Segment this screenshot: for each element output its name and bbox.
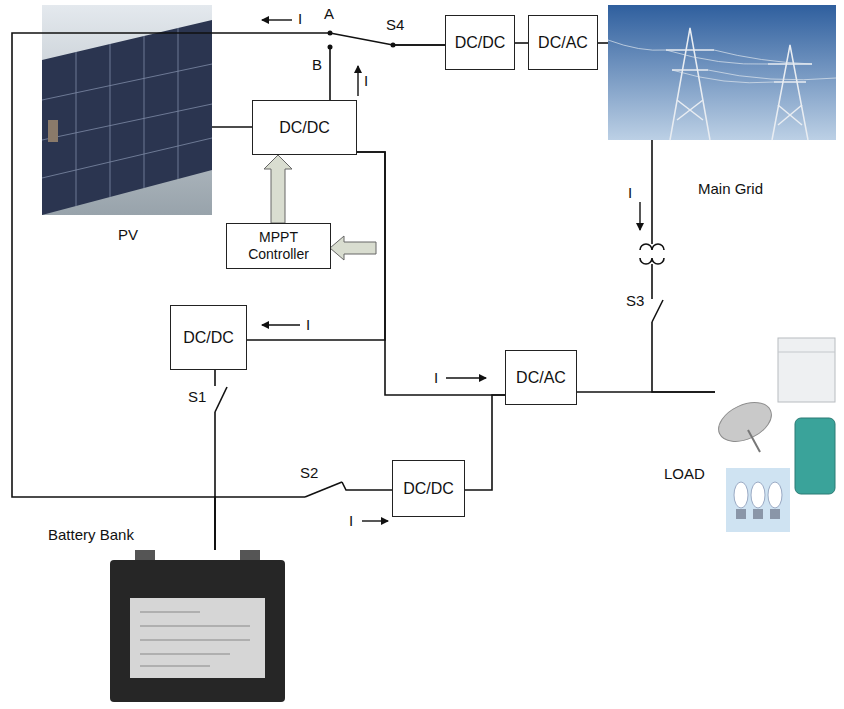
terminal-label: A [324,5,334,23]
wire [12,33,445,550]
converter-box: DC/DC [252,100,357,155]
switch-label: S1 [188,388,206,406]
wire [330,45,445,100]
wire [598,42,608,44]
grid-node: Main Grid [608,5,836,140]
pv-picture [42,5,212,215]
inverter-box: DC/AC [505,350,577,405]
wire [357,152,505,395]
box-label: DC/DC [275,116,334,139]
box-label: DC/AC [512,366,570,389]
current-label: I [364,72,368,90]
current-label: I [298,10,302,28]
control-arrow [264,155,292,223]
battery-picture [110,550,285,702]
wire [212,126,252,128]
switch-label: S4 [386,16,404,34]
picture-caption: Battery Bank [48,526,134,543]
wire [515,42,528,44]
pv-node: PV [42,5,212,215]
box-label: DC/DC [399,477,458,500]
load-node: LOAD [715,335,838,600]
wire [215,482,392,550]
switch-label: S2 [300,464,318,482]
inverter-box: DC/AC [528,15,598,70]
box-label: DC/DC [451,31,510,54]
load-picture [712,338,835,532]
wire [465,395,505,490]
current-arrows [262,20,640,521]
current-label: I [349,512,353,530]
controller-box: MPPT Controller [226,223,331,269]
box-label: MPPT Controller [227,227,330,265]
converter-box: DC/DC [445,15,515,70]
current-label: I [306,316,310,334]
picture-caption: Main Grid [698,180,763,197]
switch-label: S3 [626,292,644,310]
feedback-arrow [330,236,376,260]
converter-box: DC/DC [170,305,247,370]
current-label: I [434,369,438,387]
battery-node: Battery Bank [110,550,285,702]
picture-caption: LOAD [664,465,705,482]
converter-box: DC/DC [392,460,465,517]
grid-picture [608,5,836,140]
current-label: I [628,184,632,202]
terminals [328,31,396,50]
terminal-label: B [312,56,322,74]
picture-caption: PV [118,226,138,243]
box-label: DC/AC [534,31,592,54]
wire [652,140,715,392]
switches [215,238,664,497]
box-label: DC/DC [179,326,238,349]
